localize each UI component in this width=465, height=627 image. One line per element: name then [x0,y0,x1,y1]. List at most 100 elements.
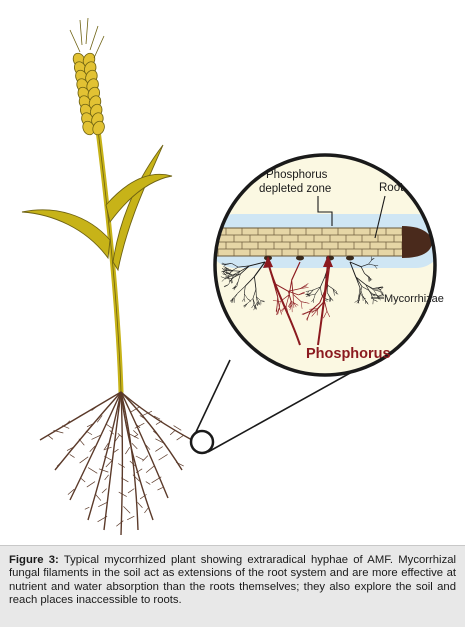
root-hair [56,461,62,467]
root-hair [64,420,71,427]
root-hair [121,477,129,483]
root-hair [142,410,153,416]
root-hair [113,448,119,454]
root-hair [104,455,112,461]
root-hair [86,481,96,488]
label-mycorrhizae: Mycorrhizae [384,293,444,305]
root-system [39,391,193,536]
plant-root [54,391,122,471]
phosphorus-arrow [267,261,301,346]
root-hair [116,520,124,527]
label-depleted-zone-line1: Phosphorus [266,169,328,181]
root-hair [134,422,145,429]
root-hair [71,415,81,422]
root-hair [91,406,98,411]
root-hair [79,410,89,417]
root-hair [105,460,112,468]
root-hair [125,447,131,455]
root-hair [153,415,161,420]
root-hair [85,430,93,436]
root-hair [79,456,89,464]
root-hair [109,430,114,435]
mycorrhizal-hyphae [220,256,385,321]
root-hair [127,488,135,494]
root-hair [67,488,75,495]
wheat-head [72,52,105,136]
root-hair [151,476,162,484]
root-hair [97,515,108,523]
root-hair [89,445,96,452]
root-hair [47,434,54,440]
magnifier-connector [189,359,371,455]
root-hair [104,474,109,481]
root-hair [53,430,64,434]
root-hair [118,463,125,468]
root-hair [133,430,138,435]
root-hair [155,420,163,425]
plant-root [87,391,122,521]
root-hair [158,454,168,461]
root-hair [176,434,184,441]
root-hair [155,438,166,445]
root-hair [98,502,108,507]
root-hair [104,446,112,450]
root-hair [144,506,150,514]
root-hair [155,446,163,452]
root-hair [101,488,107,494]
root-hair [145,481,151,485]
root-hair [139,494,147,500]
root-hair [96,415,103,423]
root-hair [135,468,143,474]
root-hair [153,430,160,437]
plant-root [120,391,169,499]
root-tip [402,226,432,258]
plant-root [69,391,122,501]
figure-caption-box: Figure 3: Typical mycorrhized plant show… [0,545,465,627]
label-phosphorus: Phosphorus [306,346,391,362]
root-hair [145,465,155,473]
magnified-view: Phosphorus depleted zone Root Mycorrhiza… [213,153,444,377]
caption-figure-label: Figure 3: [9,554,59,566]
plant-leaf [105,173,173,224]
caption-text: Typical mycorrhized plant showing extrar… [9,554,457,607]
root-hair [135,455,144,461]
root-hair [114,434,120,442]
root-hair [78,438,85,446]
root-hair [91,434,101,440]
root-hair [62,425,70,429]
root-hair [137,502,143,509]
fungal-vesicle [346,255,354,261]
plant-leaf [21,209,111,260]
root-hair [131,442,138,450]
root-hair [84,506,90,510]
root-hair [169,430,176,436]
root-hair [135,423,141,429]
zoom-origin-circle [189,429,215,455]
root-hair [173,425,182,431]
fungal-vesicle [296,255,304,261]
mycorrhiza-diagram: Phosphorus depleted zone Root Mycorrhiza… [21,17,444,536]
root-hair [126,515,135,521]
wheat-grain [92,120,105,136]
root-hair [87,467,98,474]
label-depleted-zone-line2: depleted zone [259,183,331,195]
root-hair [95,494,102,501]
root-hair [69,454,75,458]
figure-caption: Figure 3: Typical mycorrhized plant show… [9,554,456,608]
root-hair [139,415,146,420]
root-hair [133,434,139,438]
root-hair [106,424,113,429]
plant-root [120,391,154,521]
root-hair [98,468,109,473]
root-hair [80,478,86,483]
wheat-plant [21,17,173,395]
root-hair [145,444,151,450]
plant-root [103,391,122,531]
root-hair [123,506,131,514]
plant-root [120,391,124,536]
root-hair [103,443,109,451]
plant-root [120,391,139,531]
root-hair [142,455,149,462]
plant-leaf [112,144,164,272]
label-root: Root [379,182,404,194]
